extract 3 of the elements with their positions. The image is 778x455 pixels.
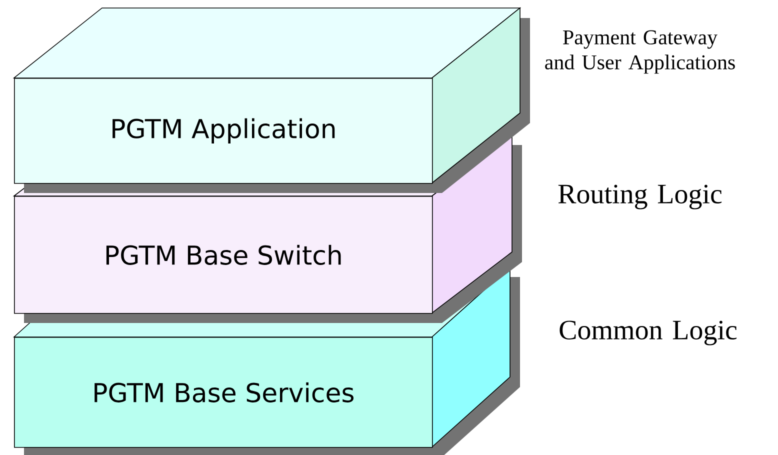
layer-label: Routing Logic bbox=[558, 184, 722, 210]
layer-label: Payment Gateway and User Applications bbox=[545, 30, 735, 74]
layer-label: Common Logic bbox=[560, 320, 737, 346]
